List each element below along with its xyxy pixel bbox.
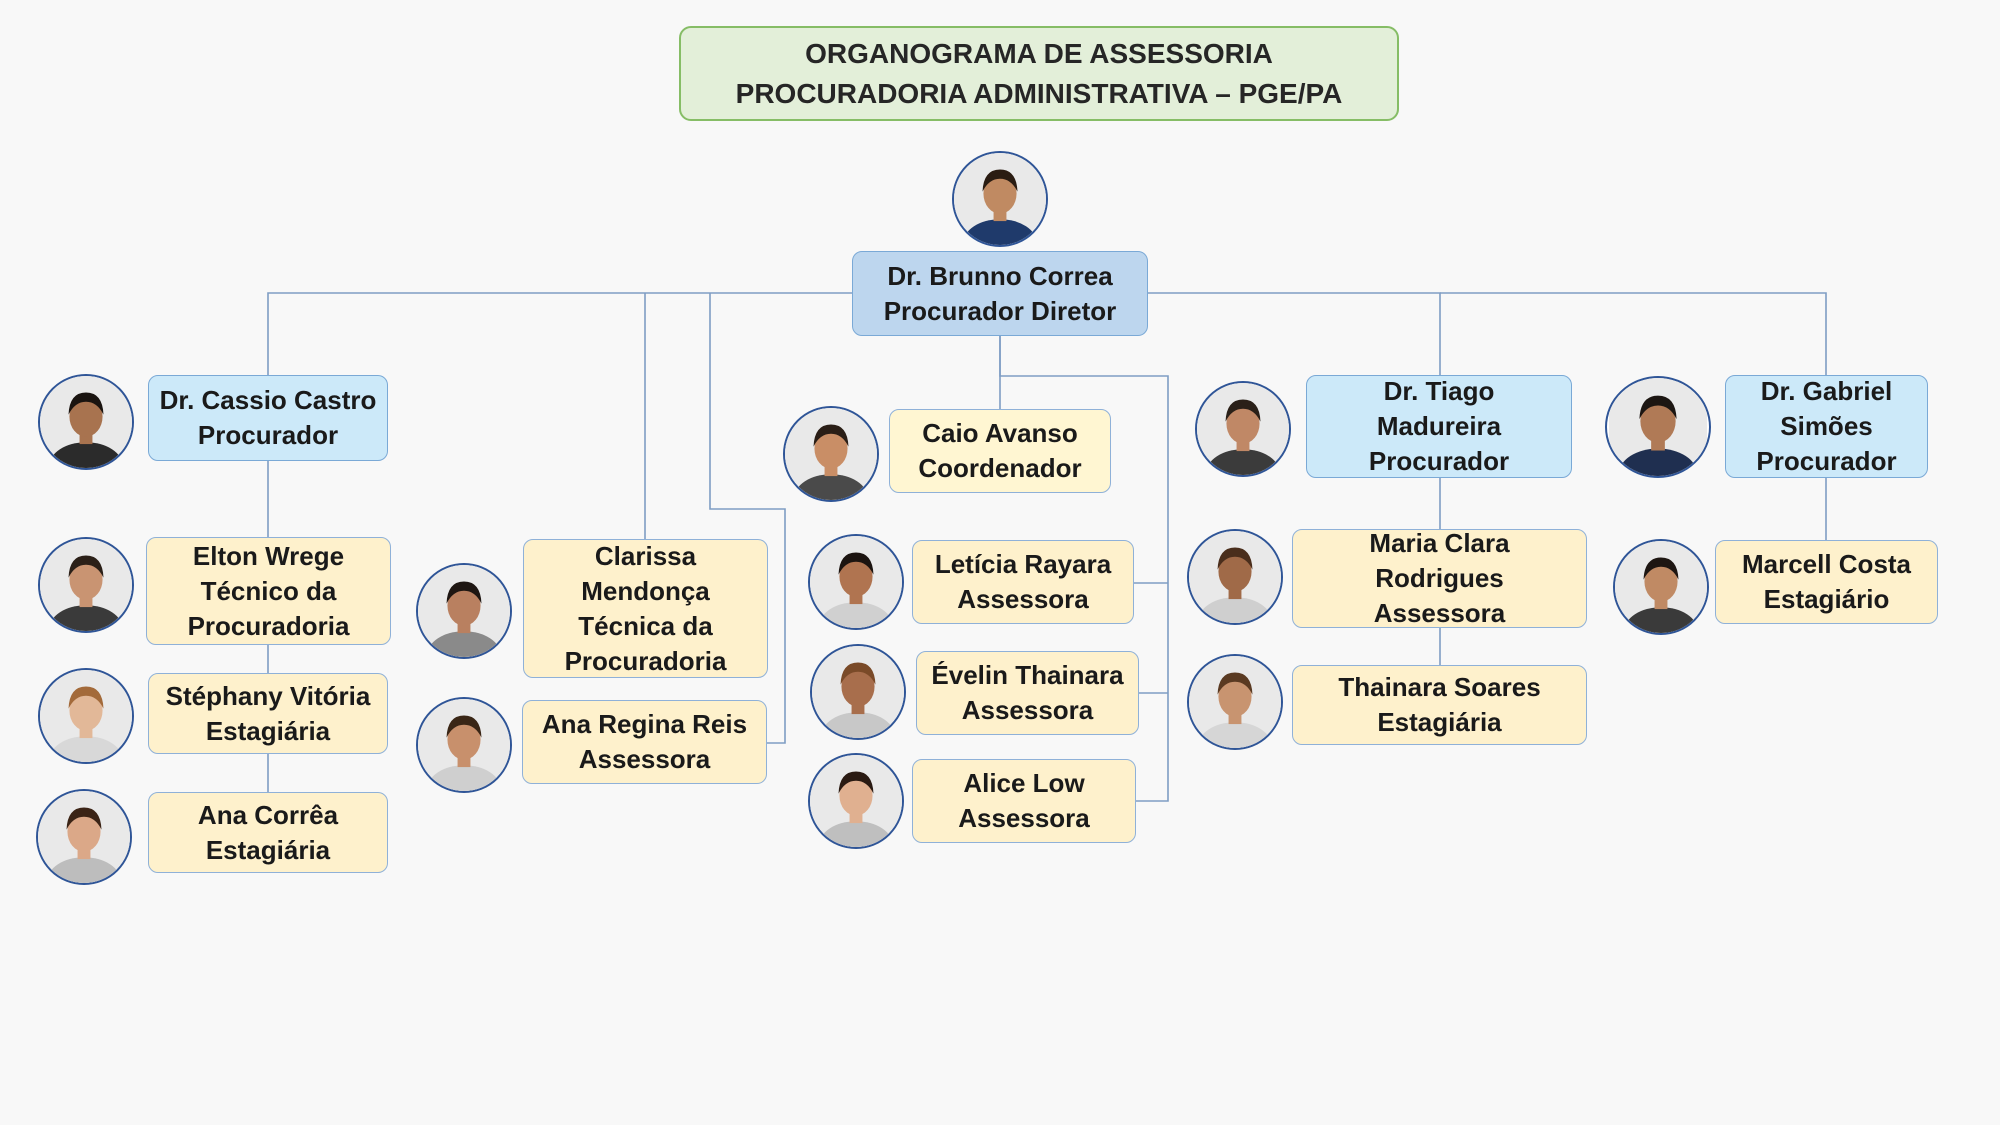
chart-title: ORGANOGRAMA DE ASSESSORIA PROCURADORIA A… xyxy=(679,26,1399,121)
node-gabriel: Dr. Gabriel Simões Procurador xyxy=(1725,375,1928,478)
avatar-maria-clara xyxy=(1187,529,1283,625)
person-photo-icon xyxy=(1609,378,1707,476)
node-evelin: Évelin Thainara Assessora xyxy=(916,651,1139,735)
avatar-cassio xyxy=(38,374,134,470)
node-maria-clara: Maria Clara Rodrigues Assessora xyxy=(1292,528,1587,628)
person-photo-icon xyxy=(810,536,902,628)
node-ana-correa-name: Ana Corrêa xyxy=(197,799,339,830)
avatar-ana-correa xyxy=(36,789,132,885)
node-tiago: Dr. Tiago Madureira Procurador xyxy=(1306,375,1572,478)
node-stephany-name: Stéphany Vitória xyxy=(165,680,371,711)
node-gabriel-name-1: Dr. Gabriel xyxy=(1760,376,1893,406)
person-photo-icon xyxy=(418,565,510,657)
avatar-clarissa xyxy=(416,563,512,659)
avatar-marcell xyxy=(1613,539,1709,635)
node-evelin-role: Assessora xyxy=(961,695,1094,725)
connector-director-assessoras xyxy=(999,333,1169,802)
node-director: Dr. Brunno Correa Procurador Diretor xyxy=(852,251,1148,336)
avatar-alice xyxy=(808,753,904,849)
node-clarissa-name-2: Mendonça xyxy=(581,575,710,606)
person-photo-icon xyxy=(1189,531,1281,623)
avatar-elton xyxy=(38,537,134,633)
connector-director-gabriel xyxy=(1440,292,1827,375)
node-caio-name: Caio Avanso xyxy=(922,418,1078,448)
person-photo-icon xyxy=(1615,541,1707,633)
node-ana-regina: Ana Regina Reis Assessora xyxy=(522,700,767,784)
node-director-role: Procurador Diretor xyxy=(883,295,1117,326)
avatar-ana-regina xyxy=(416,697,512,793)
connector-director-tiago xyxy=(1148,292,1441,375)
avatar-tiago xyxy=(1195,381,1291,477)
node-leticia-name: Letícia Rayara xyxy=(934,549,1112,579)
node-cassio-role: Procurador xyxy=(197,420,339,450)
person-photo-icon xyxy=(40,376,132,468)
node-maria-clara-name-2: Rodrigues xyxy=(1375,563,1504,593)
node-elton-role-1: Técnico da xyxy=(200,575,337,606)
node-clarissa-name-1: Clarissa xyxy=(594,540,697,571)
node-thainara-role: Estagiária xyxy=(1377,707,1502,737)
node-clarissa-role-2: Procuradoria xyxy=(564,645,727,676)
node-clarissa: Clarissa Mendonça Técnica da Procuradori… xyxy=(523,539,768,678)
node-tiago-name-2: Madureira xyxy=(1376,411,1502,441)
node-marcell: Marcell Costa Estagiário xyxy=(1715,540,1938,624)
node-alice-name: Alice Low xyxy=(963,768,1085,798)
connector-director-cassio xyxy=(267,292,852,375)
node-cassio-name: Dr. Cassio Castro xyxy=(159,385,377,415)
node-stephany-role: Estagiária xyxy=(205,715,331,746)
node-elton-name: Elton Wrege xyxy=(192,540,345,571)
node-gabriel-name-2: Simões xyxy=(1780,411,1873,441)
avatar-leticia xyxy=(808,534,904,630)
avatar-stephany xyxy=(38,668,134,764)
avatar-evelin xyxy=(810,644,906,740)
node-elton: Elton Wrege Técnico da Procuradoria xyxy=(146,537,391,645)
person-photo-icon xyxy=(785,408,877,500)
person-photo-icon xyxy=(40,670,132,762)
avatar-gabriel xyxy=(1605,376,1711,478)
node-thainara-name: Thainara Soares xyxy=(1338,672,1541,702)
node-leticia-role: Assessora xyxy=(957,584,1089,614)
person-photo-icon xyxy=(810,755,902,847)
avatar-caio xyxy=(783,406,879,502)
title-line-2: PROCURADORIA ADMINISTRATIVA – PGE/PA xyxy=(735,77,1343,109)
person-photo-icon xyxy=(954,153,1046,245)
person-photo-icon xyxy=(812,646,904,738)
node-tiago-role: Procurador xyxy=(1368,446,1510,476)
node-gabriel-role: Procurador xyxy=(1756,446,1897,476)
person-photo-icon xyxy=(38,791,130,883)
node-marcell-role: Estagiário xyxy=(1763,584,1890,614)
avatar-thainara xyxy=(1187,654,1283,750)
node-stephany: Stéphany Vitória Estagiária xyxy=(148,673,388,754)
node-cassio: Dr. Cassio Castro Procurador xyxy=(148,375,388,461)
node-leticia: Letícia Rayara Assessora xyxy=(912,540,1134,624)
node-maria-clara-name-1: Maria Clara xyxy=(1369,528,1510,558)
node-alice-role: Assessora xyxy=(958,803,1090,833)
node-thainara: Thainara Soares Estagiária xyxy=(1292,665,1587,745)
node-caio-role: Coordenador xyxy=(918,453,1082,483)
node-tiago-name-1: Dr. Tiago xyxy=(1383,376,1495,406)
node-ana-correa-role: Estagiária xyxy=(205,834,331,865)
node-ana-correa: Ana Corrêa Estagiária xyxy=(148,792,388,873)
node-clarissa-role-1: Técnica da xyxy=(578,610,713,641)
node-ana-regina-name: Ana Regina Reis xyxy=(541,709,748,739)
person-photo-icon xyxy=(418,699,510,791)
node-director-name: Dr. Brunno Correa xyxy=(887,260,1113,291)
person-photo-icon xyxy=(1189,656,1281,748)
connector-director-ana-regina xyxy=(709,293,786,744)
node-alice: Alice Low Assessora xyxy=(912,759,1136,843)
node-caio: Caio Avanso Coordenador xyxy=(889,409,1111,493)
node-elton-role-2: Procuradoria xyxy=(187,610,350,641)
node-evelin-name: Évelin Thainara xyxy=(931,660,1124,690)
person-photo-icon xyxy=(40,539,132,631)
node-marcell-name: Marcell Costa xyxy=(1741,549,1912,579)
person-photo-icon xyxy=(1197,383,1289,475)
avatar-director xyxy=(952,151,1048,247)
node-ana-regina-role: Assessora xyxy=(578,744,711,774)
title-line-1: ORGANOGRAMA DE ASSESSORIA xyxy=(805,37,1273,69)
node-maria-clara-role: Assessora xyxy=(1373,598,1506,628)
